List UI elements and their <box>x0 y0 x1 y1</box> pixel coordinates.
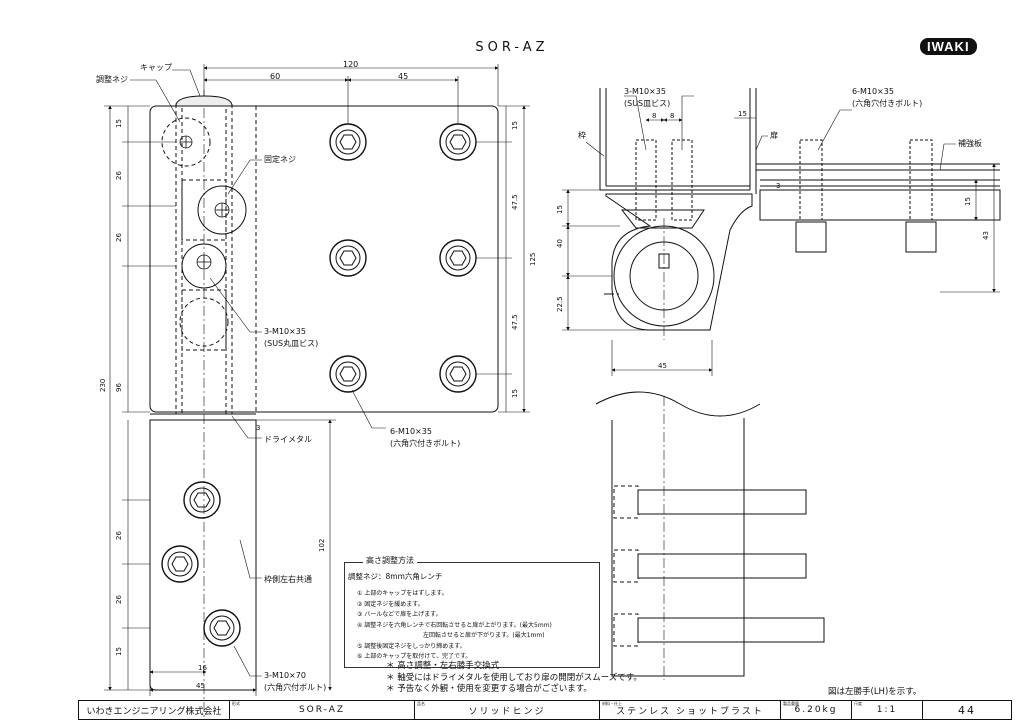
dim-s15left: 15 <box>556 205 564 214</box>
drawing-title: SOR-AZ <box>475 40 549 55</box>
name-value: ソリッドヒンジ <box>468 706 546 717</box>
dim-r47b: 47.5 <box>511 314 519 330</box>
dim-60: 60 <box>270 72 280 81</box>
model-cell: 形式 SOR-AZ <box>230 701 415 719</box>
hex-bolt-icon <box>161 481 241 647</box>
label-fix-screw: 固定ネジ <box>264 154 296 164</box>
note-step: ⑥ 上部のキャップを取付けて、完了です。 <box>357 653 472 660</box>
scale-cell: 尺度 1:1 <box>852 701 923 719</box>
notes-steps: ① 上部のキャップをはずします。 ② 固定ネジを緩めます。 ③ バールなどで扉を… <box>357 589 552 663</box>
label-s-screws: 3-M10×35 <box>624 87 666 96</box>
material-value: ステンレス ショットブラスト <box>616 706 764 717</box>
feature-bullets: ＊ 高さ調整・左右勝手交換式 ＊ 軸受にはドライメタルを使用しており扉の開閉がス… <box>386 661 642 696</box>
label-s-hex: (六角穴付きボルト) <box>852 98 922 108</box>
label-frame: 枠 <box>578 130 586 140</box>
iwaki-logo: IWAKI <box>920 38 977 55</box>
note-step: 左回転させると扉が下がります。(最大1mm) <box>357 632 545 639</box>
height-adjust-notes: 高さ調整方法 調整ネジ：8mm六角レンチ ① 上部のキャップをはずします。 ② … <box>344 555 600 668</box>
label-dry-metal: ドライメタル <box>264 435 312 444</box>
notes-tool: 調整ネジ：8mm六角レンチ <box>348 572 443 581</box>
dim-15b: 15 <box>115 647 123 656</box>
dim-s40: 40 <box>556 239 564 248</box>
notes-heading: 高さ調整方法 <box>363 555 417 566</box>
dim-45-bot: 45 <box>196 682 205 690</box>
page-cell: 44 <box>923 701 1011 719</box>
dim-s8b: 8 <box>670 112 674 120</box>
dim-26d: 26 <box>115 595 123 604</box>
dim-s3: 3 <box>776 182 780 190</box>
label-s-sus: (SUS皿ビス) <box>624 99 670 108</box>
dim-16: 16 <box>198 664 207 672</box>
dim-s43: 43 <box>982 231 990 240</box>
title-block: いわきエンジニアリング株式会社 形式 SOR-AZ 品名ソリッドヒンジ 材料・仕上… <box>78 700 1012 720</box>
scale-value: 1:1 <box>876 705 898 715</box>
phillips-screw-icon <box>179 135 230 270</box>
material-label: 材料・仕上 <box>602 701 622 706</box>
company-name: いわきエンジニアリング株式会社 <box>86 706 222 717</box>
model-value: SOR-AZ <box>298 705 346 715</box>
bullet-item: ＊ 予告なく外観・使用を変更する場合がございます。 <box>386 684 592 694</box>
dim-s45: 45 <box>658 362 667 370</box>
scale-label: 尺度 <box>854 701 862 706</box>
note-step: ② 固定ネジを緩めます。 <box>357 600 424 608</box>
bullet-item: ＊ 高さ調整・左右勝手交換式 <box>386 661 500 671</box>
hex-bolt-icon <box>329 123 477 393</box>
note-step: ⑤ 調整後固定ネジをしっかり締めます。 <box>357 642 466 650</box>
bullet-item: ＊ 軸受にはドライメタルを使用しており扉の開閉がスムーズです。 <box>386 672 642 683</box>
label-6m10x35: 6-M10×35 <box>390 427 432 436</box>
page-number: 44 <box>958 703 976 717</box>
dim-120: 120 <box>343 60 358 69</box>
note-step: ④ 調整ネジを六角レンチで右回転させると扉が上がります。(最大5mm) <box>357 621 552 629</box>
material-cell: 材料・仕上ステンレス ショットブラスト <box>600 701 781 719</box>
label-reinforce: 補強板 <box>958 138 982 148</box>
label-sus-round: (SUS丸皿ビス) <box>264 338 318 348</box>
dim-r47a: 47.5 <box>511 194 519 210</box>
dim-r125: 125 <box>529 253 537 266</box>
hinge-section-view <box>599 88 1001 340</box>
frame-side-view <box>595 391 825 680</box>
name-cell: 品名ソリッドヒンジ <box>415 701 600 719</box>
dim-26c: 26 <box>115 531 123 540</box>
dim-s15top: 15 <box>738 110 747 118</box>
dim-26b: 26 <box>115 233 123 242</box>
label-frame-common: 枠側左右共通 <box>264 574 312 584</box>
dim-15a: 15 <box>115 119 123 128</box>
dim-3: 3 <box>256 424 260 432</box>
dim-230: 230 <box>99 379 107 392</box>
dim-96: 96 <box>115 383 123 392</box>
note-step: ① 上部のキャップをはずします。 <box>357 590 448 597</box>
label-s-bolts: 6-M10×35 <box>852 87 894 96</box>
label-3m10x70: 3-M10×70 <box>264 671 306 680</box>
dim-s15right: 15 <box>964 197 972 206</box>
label-door: 扉 <box>770 130 778 140</box>
label-3m10x35: 3-M10×35 <box>264 327 306 336</box>
label-adjust-screw: 調整ネジ <box>96 74 128 84</box>
model-label: 形式 <box>232 701 240 706</box>
label-hex-bolt-2: (六角穴付ボルト) <box>264 682 326 692</box>
note-step: ③ バールなどで扉を上げます。 <box>357 611 442 618</box>
dim-r15a: 15 <box>511 121 519 130</box>
label-cap: キャップ <box>140 63 172 72</box>
dim-102: 102 <box>318 539 326 552</box>
dim-s22-5: 22.5 <box>556 296 564 312</box>
name-label: 品名 <box>417 701 425 706</box>
label-hex-bolt: (六角穴付きボルト) <box>390 438 460 448</box>
dim-r15b: 15 <box>511 389 519 398</box>
dim-45-top: 45 <box>398 72 408 81</box>
weight-value: 6.20kg <box>794 705 838 715</box>
weight-label: 製品重量 <box>783 701 799 706</box>
company-cell: いわきエンジニアリング株式会社 <box>79 701 230 719</box>
dim-s8a: 8 <box>652 112 656 120</box>
dim-26a: 26 <box>115 171 123 180</box>
hand-note: 図は左勝手(LH)を示す。 <box>828 687 922 697</box>
